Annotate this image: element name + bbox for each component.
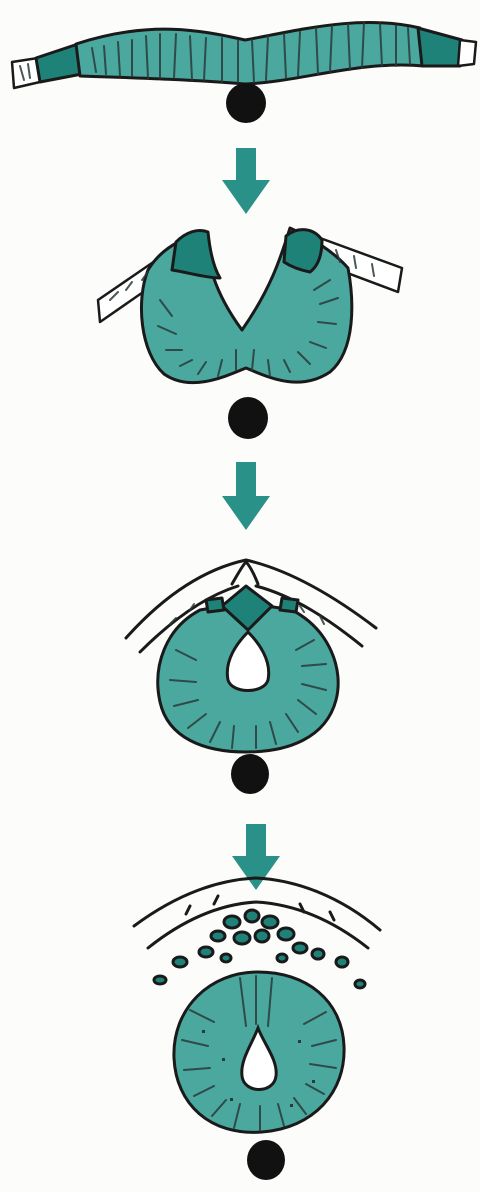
neural-crest-left [206,598,224,612]
stage-neural-folds-closing [126,560,376,794]
notochord [226,83,266,123]
notochord [231,754,269,794]
down-arrow-icon [222,462,270,530]
neural-crest-left [172,230,220,278]
stage-neural-tube [134,878,380,1180]
neural-crest-right [284,230,322,272]
epidermis-right [458,40,476,66]
neural-plate [76,23,424,84]
neural-crest-left [36,44,82,82]
stage-neural-plate [12,22,476,123]
stage-neural-groove [98,228,402,439]
notochord [247,1140,285,1180]
notochord [228,397,268,439]
down-arrow-icon [222,148,270,214]
neural-crest-right [280,598,298,612]
epidermis-fold [232,562,258,584]
neural-crest-right [418,28,462,66]
